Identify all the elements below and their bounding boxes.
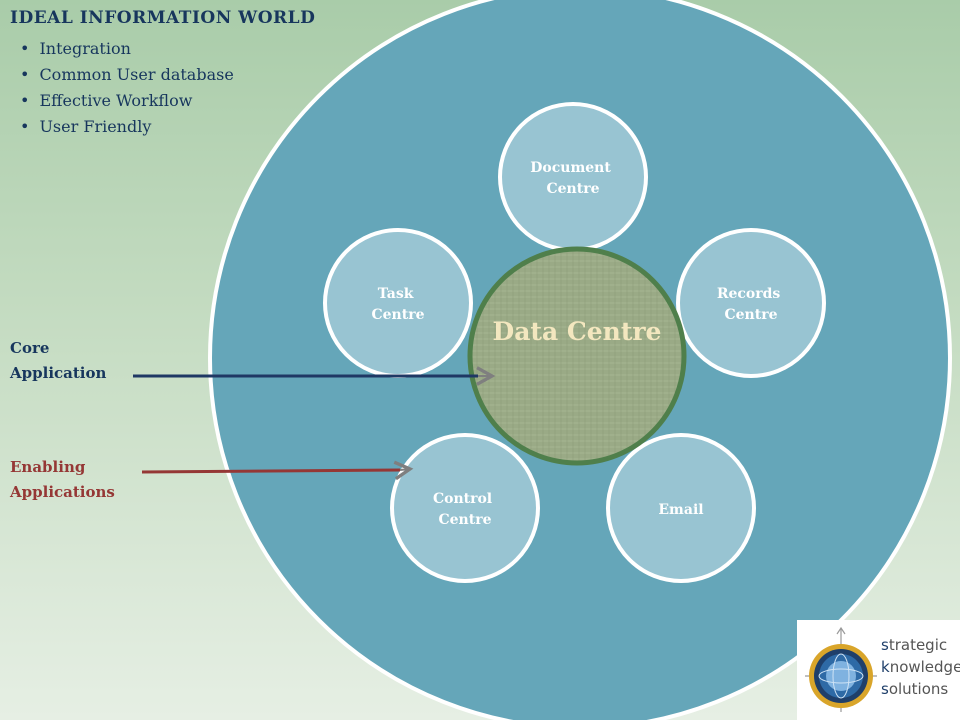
feature-item: User Friendly	[20, 114, 234, 140]
enabling-label-line2: Applications	[10, 483, 115, 501]
node-task-line1: Task	[378, 286, 414, 302]
enabling-applications-label: Enabling Applications	[10, 455, 115, 505]
logo-word: trategic	[888, 636, 948, 654]
feature-item: Common User database	[20, 62, 233, 88]
node-document: Document Centre	[498, 102, 648, 252]
enabling-label-line1: Enabling	[10, 458, 86, 476]
svg-text:Task Centre: Task Centre	[372, 286, 425, 323]
node-email: Email	[606, 433, 756, 583]
logo-initial: k	[881, 658, 890, 676]
svg-text:Control Centre: Control Centre	[433, 491, 497, 528]
node-control-line2: Centre	[439, 512, 492, 528]
logo-line: solutions	[881, 678, 960, 700]
core-label-line1: Core	[10, 339, 50, 357]
node-control: Control Centre	[390, 433, 540, 583]
feature-list: Integration Common User database Effecti…	[20, 36, 234, 140]
logo-word: olutions	[888, 680, 949, 698]
logo-wordmark: strategic knowledge solutions	[881, 634, 960, 700]
node-records-line2: Centre	[725, 307, 778, 323]
node-document-line1: Document	[530, 160, 611, 176]
enabling-arrow-line	[141, 468, 401, 474]
enabling-arrow-head	[400, 469, 410, 470]
node-records: Records Centre	[676, 228, 826, 378]
logo-initial: s	[881, 636, 889, 654]
globe-icon	[805, 626, 877, 712]
svg-text:Email: Email	[658, 502, 703, 518]
feature-item: Effective Workflow	[20, 88, 234, 114]
core-application-label: Core Application	[10, 336, 106, 386]
page-title: IDEAL INFORMATION WORLD	[10, 8, 316, 28]
node-email-line1: Email	[658, 502, 703, 518]
logo-word: nowledge	[889, 658, 960, 676]
node-control-line1: Control	[433, 491, 492, 507]
svg-text:Document Centre: Document Centre	[530, 160, 615, 197]
center-data-centre: Data Centre	[467, 246, 687, 466]
center-label: Data Centre	[493, 317, 662, 346]
node-records-line1: Records	[717, 286, 781, 302]
node-task-line2: Centre	[372, 307, 425, 323]
logo-line: strategic	[881, 634, 960, 656]
node-task: Task Centre	[323, 228, 473, 378]
company-logo: strategic knowledge solutions	[797, 620, 960, 720]
core-label-line2: Application	[10, 364, 107, 382]
node-document-line2: Centre	[547, 181, 600, 197]
logo-line: knowledge	[881, 656, 960, 678]
logo-initial: s	[881, 680, 889, 698]
feature-item: Integration	[20, 36, 234, 62]
svg-text:Records Centre: Records Centre	[717, 286, 785, 323]
